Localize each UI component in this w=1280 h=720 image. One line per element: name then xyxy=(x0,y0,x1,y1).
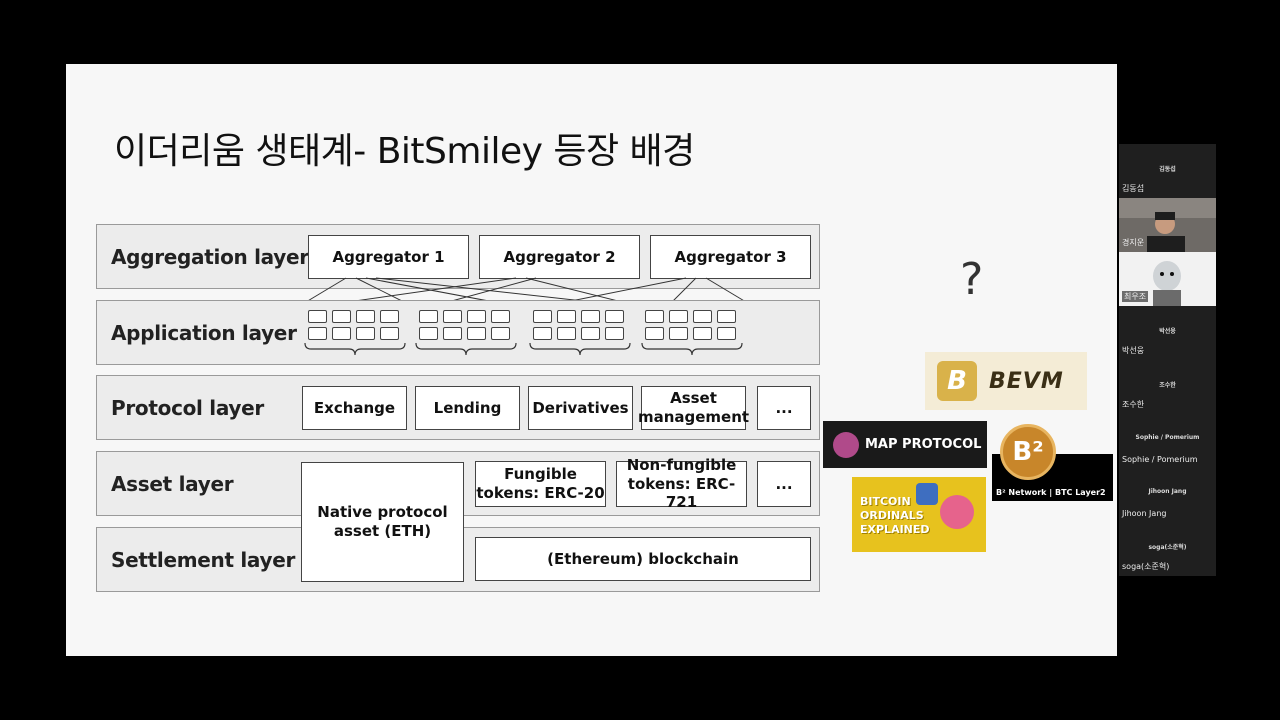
participant-name: 경지운 xyxy=(1122,238,1145,247)
layer-label: Application layer xyxy=(111,320,297,345)
participant-tile[interactable]: 김동섭 김동섭 xyxy=(1119,144,1216,198)
brace-icon xyxy=(304,342,743,356)
participant-tile[interactable]: Jihoon Jang Jihoon Jang xyxy=(1119,468,1216,522)
application-layer: Application layer xyxy=(96,300,820,365)
presentation-slide: 이더리움 생태계- BitSmiley 등장 배경 Aggregation la… xyxy=(66,64,1117,656)
layer-label: Asset layer xyxy=(111,471,234,496)
question-mark: ? xyxy=(960,254,984,305)
participant-center-name: soga(소준혁) xyxy=(1148,544,1187,551)
protocol-box-more: ... xyxy=(757,386,811,430)
participant-tile[interactable]: Sophie / Pomerium Sophie / Pomerium xyxy=(1119,414,1216,468)
participant-name: Sophie / Pomerium xyxy=(1122,455,1198,464)
participant-video-thumbnail xyxy=(1119,198,1216,252)
participant-tile-video[interactable]: 경지운 xyxy=(1119,198,1216,252)
participant-tile-video[interactable]: 최우조 xyxy=(1119,252,1216,306)
b2-network-logo: B² B² Network | BTC Layer2 xyxy=(992,424,1113,501)
participant-name: 박선웅 xyxy=(1122,346,1145,355)
map-protocol-logo: MAP PROTOCOL xyxy=(823,421,987,468)
ordinals-thumbnail-text: BITCOIN ORDINALS EXPLAINED xyxy=(860,495,930,536)
asset-box-native: Native protocol asset (ETH) xyxy=(301,462,464,582)
layer-label: Protocol layer xyxy=(111,395,264,420)
slide-title: 이더리움 생태계- BitSmiley 등장 배경 xyxy=(114,131,695,172)
participant-name: Jihoon Jang xyxy=(1122,509,1167,518)
protocol-box-derivatives: Derivatives xyxy=(528,386,633,430)
participant-center-name: 조수한 xyxy=(1159,382,1176,389)
participant-avatar-thumbnail xyxy=(1119,252,1216,306)
protocol-layer: Protocol layer Exchange Lending Derivati… xyxy=(96,375,820,440)
asset-box-fungible: Fungible tokens: ERC-20 xyxy=(475,461,606,507)
protocol-box-exchange: Exchange xyxy=(302,386,407,430)
aggregation-layer: Aggregation layer Aggregator 1 Aggregato… xyxy=(96,224,820,289)
participant-name: 조수한 xyxy=(1122,400,1145,409)
participant-center-name: Jihoon Jang xyxy=(1148,488,1187,495)
asset-box-more: ... xyxy=(757,461,811,507)
aggregator-box: Aggregator 2 xyxy=(479,235,640,279)
participant-center-name: Sophie / Pomerium xyxy=(1135,434,1200,441)
participant-tile[interactable]: 조수한 조수한 xyxy=(1119,360,1216,414)
participant-tile[interactable]: 박선웅 박선웅 xyxy=(1119,306,1216,360)
bitcoin-coin-icon: B² xyxy=(1000,424,1056,480)
bevm-logo-text: BEVM xyxy=(989,368,1064,394)
bird-illustration-icon xyxy=(916,483,938,505)
participants-panel: 김동섭 김동섭 경지운 최우조 박선웅 박선웅 조수한 조수한 Sophie /… xyxy=(1119,144,1216,576)
bevm-logo: B BEVM xyxy=(925,352,1087,410)
participant-center-name: 박선웅 xyxy=(1159,328,1176,335)
bitcoin-ordinals-thumbnail: BITCOIN ORDINALS EXPLAINED xyxy=(852,477,986,552)
participant-center-name: 김동섭 xyxy=(1159,166,1176,173)
settlement-box-blockchain: (Ethereum) blockchain xyxy=(475,537,811,581)
map-protocol-logo-text: MAP PROTOCOL xyxy=(865,437,982,452)
participant-name: soga(소준혁) xyxy=(1122,562,1170,571)
map-protocol-mark-icon xyxy=(833,431,859,458)
asset-box-nonfungible: Non-fungible tokens: ERC-721 xyxy=(616,456,747,511)
b2-network-logo-text: B² Network | BTC Layer2 xyxy=(996,488,1106,497)
aggregator-box: Aggregator 1 xyxy=(308,235,469,279)
participant-name: 최우조 xyxy=(1122,291,1149,302)
participant-tile[interactable]: soga(소준혁) soga(소준혁) xyxy=(1119,522,1216,576)
participant-name: 김동섭 xyxy=(1122,184,1145,193)
protocol-box-lending: Lending xyxy=(415,386,520,430)
layer-label: Settlement layer xyxy=(111,547,296,572)
protocol-box-asset-management: Asset management xyxy=(638,386,749,430)
character-illustration-icon xyxy=(940,495,974,529)
layer-label: Aggregation layer xyxy=(111,244,309,269)
aggregator-box: Aggregator 3 xyxy=(650,235,811,279)
bevm-mark-icon: B xyxy=(937,361,977,401)
